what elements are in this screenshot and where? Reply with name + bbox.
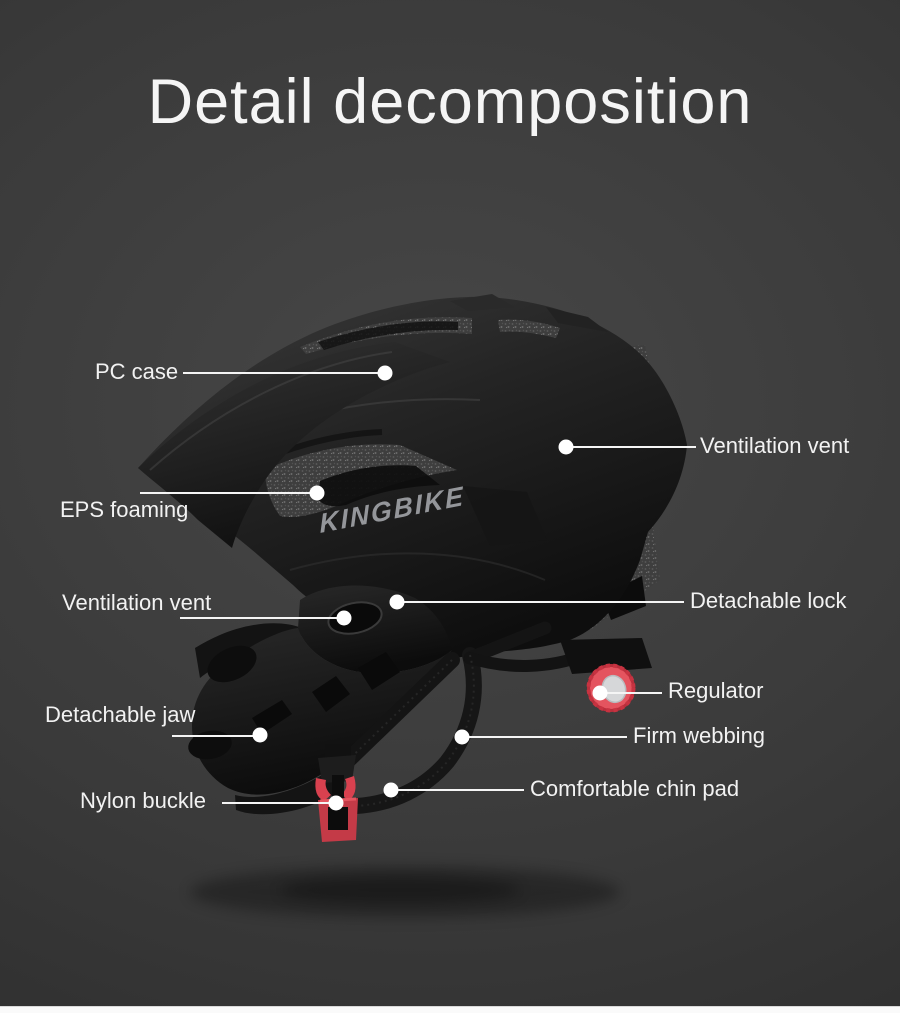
callout-lines <box>140 372 696 804</box>
callout-label-ventilation-vent-left: Ventilation vent <box>62 590 212 615</box>
bottom-divider <box>0 1006 900 1013</box>
callout-dot <box>592 685 608 701</box>
page-title: Detail decomposition <box>147 67 753 137</box>
callout-dot <box>252 727 268 743</box>
visor <box>138 342 450 548</box>
callout-label-firm-webbing: Firm webbing <box>633 723 766 748</box>
callout-label-pc-case: PC case <box>95 359 179 384</box>
callout-label-ventilation-vent-right: Ventilation vent <box>700 433 850 458</box>
callout-label-nylon-buckle: Nylon buckle <box>80 788 206 813</box>
nylon-buckle <box>315 744 358 842</box>
callout-label-detachable-lock: Detachable lock <box>690 588 847 613</box>
callout-dot <box>309 485 325 501</box>
regulator-dial <box>560 638 652 713</box>
callout-dot <box>336 610 352 626</box>
callout-label-comfortable-chin-pad: Comfortable chin pad <box>530 776 740 801</box>
callout-label-eps-foaming: EPS foaming <box>60 497 189 522</box>
callout-dot <box>377 365 393 381</box>
callout-dot <box>389 594 405 610</box>
callout-dot <box>328 795 344 811</box>
callout-label-detachable-jaw: Detachable jaw <box>45 702 196 727</box>
callout-label-regulator: Regulator <box>668 678 764 703</box>
callout-dot <box>383 782 399 798</box>
callout-dot <box>558 439 574 455</box>
helmet-shadow <box>190 866 620 918</box>
callout-dots <box>252 365 608 811</box>
callout-dot <box>454 729 470 745</box>
